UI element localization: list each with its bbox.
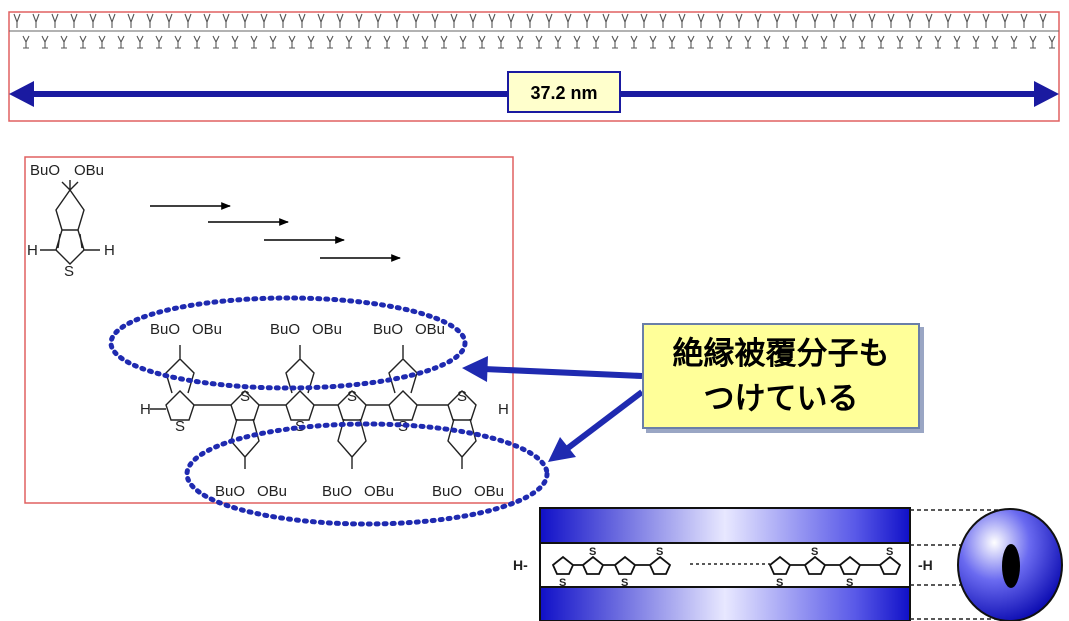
- note-line-1: 絶縁被覆分子も: [672, 336, 890, 372]
- monomer-s: S: [64, 263, 74, 280]
- chain-s-3: S: [621, 577, 628, 589]
- oligomer-obu-1: OBu: [192, 321, 222, 338]
- insulating-group-highlight-top: [108, 295, 468, 391]
- oligomer-obu-3: OBu: [312, 321, 342, 338]
- oligomer-buo-3: BuO: [270, 321, 300, 338]
- oligomer-buo-5: BuO: [373, 321, 403, 338]
- oligomer-s-1: S: [175, 418, 185, 435]
- insulating-group-highlight-bottom: [184, 421, 550, 527]
- chain-s-8: S: [886, 546, 893, 558]
- oligomer-h-right: H: [498, 401, 509, 418]
- chain-rings: [551, 555, 902, 575]
- oligomer-obu-4: OBu: [364, 483, 394, 500]
- chain-s-7: S: [846, 577, 853, 589]
- synthesis-frame: [24, 156, 514, 504]
- wire-end-right: -H: [918, 557, 933, 573]
- callout-arrows: [462, 356, 644, 462]
- chain-s-1: S: [559, 577, 566, 589]
- length-label: 37.2 nm: [530, 83, 597, 103]
- oligomer-obu-6: OBu: [474, 483, 504, 500]
- reaction-arrows: [150, 202, 401, 262]
- chain-s-2: S: [589, 546, 596, 558]
- oligomer-obu-2: OBu: [257, 483, 287, 500]
- monomer-h-left: H: [27, 242, 38, 259]
- monomer-obu: OBu: [74, 162, 104, 179]
- chain-s-6: S: [811, 546, 818, 558]
- oligomer-buo-6: BuO: [432, 483, 462, 500]
- oligomer-s-2: S: [240, 388, 250, 405]
- oligomer-buo-4: BuO: [322, 483, 352, 500]
- oligomer-h-left: H: [140, 401, 151, 418]
- wire-length-panel: 37.2 nm: [8, 11, 1060, 122]
- callout-arrow-bottom: [566, 389, 644, 451]
- oligomer-obu-5: OBu: [415, 321, 445, 338]
- arrowhead-left: [9, 81, 34, 107]
- arrowhead-right: [1034, 81, 1059, 107]
- chain-s-4: S: [656, 546, 663, 558]
- oligomer-bonds: [150, 345, 477, 469]
- monomer-structure: BuO OBu H H S: [27, 162, 115, 280]
- oligomer-buo-1: BuO: [150, 321, 180, 338]
- insulation-note: 絶縁被覆分子も つけている: [642, 323, 920, 429]
- callout-arrow-top: [483, 366, 643, 379]
- polythiophene-chain: S S S S S S S S: [551, 546, 902, 589]
- note-line-2: つけている: [703, 381, 859, 417]
- insulated-wire-illustration: S S S S S S S S H- -H: [513, 507, 1063, 621]
- side-chain-pattern: [13, 13, 1056, 49]
- chain-s-5: S: [776, 577, 783, 589]
- monomer-bonds: [40, 180, 100, 265]
- length-label-box: [507, 71, 621, 113]
- oligomer-s-4: S: [347, 388, 357, 405]
- monomer-buo: BuO: [30, 162, 60, 179]
- wire-end-left: H-: [513, 557, 528, 573]
- monomer-h-right: H: [104, 242, 115, 259]
- side-chain-glyphs: [13, 13, 1056, 49]
- oligomer-s-6: S: [457, 388, 467, 405]
- cross-section-core: [1002, 544, 1020, 588]
- oligomer-buo-2: BuO: [215, 483, 245, 500]
- wire-panel-frame: [8, 11, 1060, 122]
